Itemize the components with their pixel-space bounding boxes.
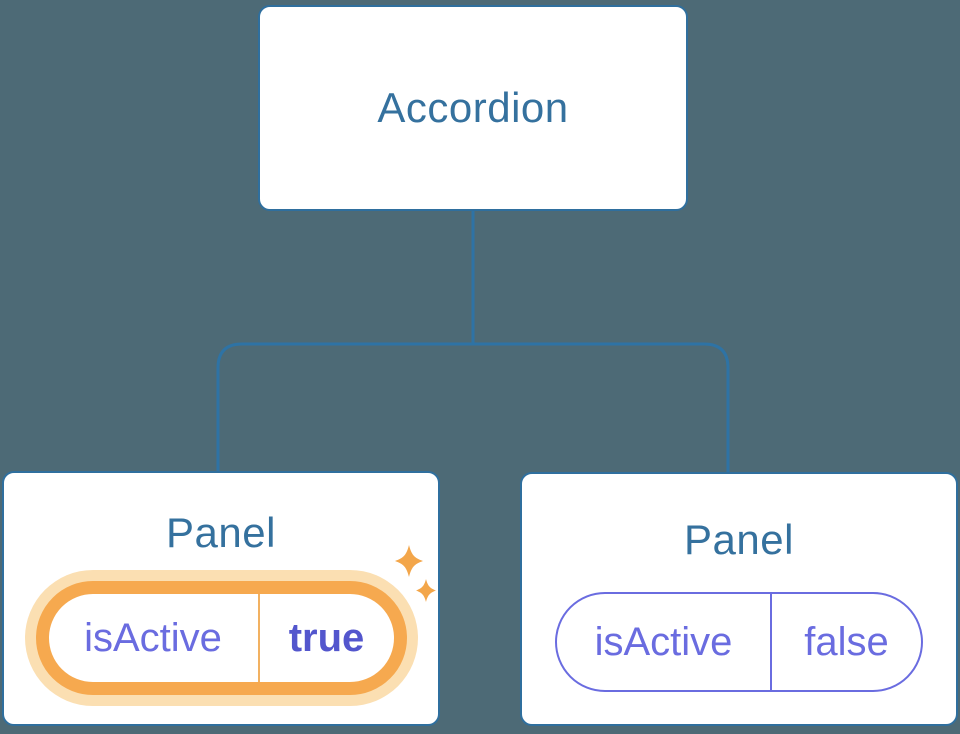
sparkle-small-icon (416, 579, 436, 602)
panel-node-active: Panel isActive true (2, 471, 440, 726)
state-pill-inactive: isActive false (555, 592, 923, 692)
sparkles-icon (395, 545, 436, 602)
panel-node-inactive: Panel isActive false (520, 472, 958, 726)
state-key: isActive (84, 615, 222, 660)
panel-title: Panel (166, 509, 276, 556)
panel-title: Panel (684, 516, 794, 563)
accordion-node: Accordion (258, 5, 688, 211)
sparkle-large-icon (395, 545, 423, 577)
accordion-node-label: Accordion (377, 84, 569, 131)
state-value: true (257, 594, 394, 682)
state-value: false (770, 594, 921, 690)
state-key: isActive (594, 619, 733, 664)
state-pill-active: isActive true (35, 581, 407, 695)
connector-branch (216, 342, 730, 473)
